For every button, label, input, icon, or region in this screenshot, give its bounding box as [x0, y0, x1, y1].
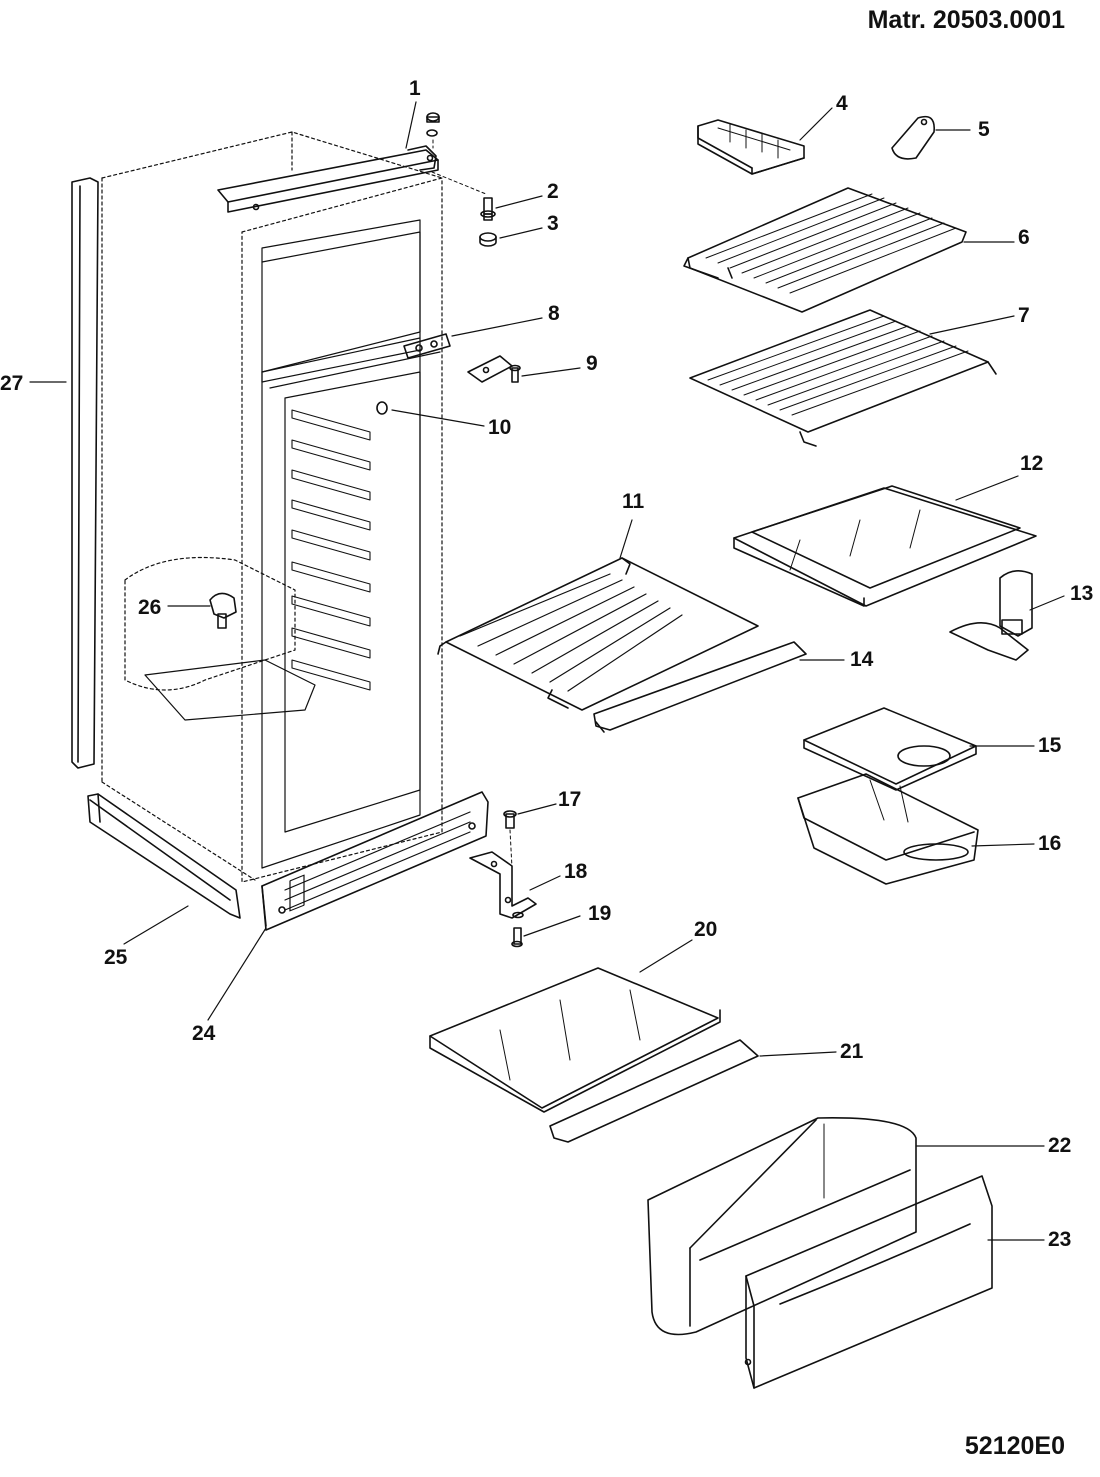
cover-trim-21	[549, 1039, 759, 1143]
bushing-3	[479, 232, 497, 247]
plug-10	[376, 401, 388, 415]
nut-washer	[426, 112, 440, 137]
middle-hinge-plate-8	[403, 333, 451, 359]
crisper-cover-glass-20	[429, 967, 721, 1113]
callout-23: 23	[1048, 1228, 1071, 1251]
callout-1: 1	[409, 77, 421, 100]
callout-3: 3	[547, 212, 559, 235]
wire-rack-11	[437, 557, 759, 711]
callout-2: 2	[547, 180, 559, 203]
callout-12: 12	[1020, 452, 1043, 475]
wire-shelf-7	[689, 309, 997, 447]
callout-27: 27	[0, 372, 23, 395]
shelf-trim-14	[593, 641, 807, 733]
thermostat-housing-13	[949, 570, 1033, 661]
dairy-box-16	[797, 773, 979, 885]
base-plinth-25	[87, 793, 241, 919]
callout-19: 19	[588, 902, 611, 925]
dairy-lid-15	[803, 707, 977, 791]
leader-lines	[29, 101, 1065, 1241]
hinge-pin-2	[480, 197, 496, 221]
washer-19	[512, 911, 524, 919]
screw-17	[503, 810, 517, 829]
callout-11: 11	[622, 490, 645, 513]
crisper-drawer-22	[647, 1117, 917, 1336]
cabinet-body	[124, 177, 443, 883]
callout-15: 15	[1038, 734, 1062, 757]
callout-9: 9	[586, 352, 598, 375]
cabinet-outline	[101, 131, 443, 881]
callout-10: 10	[488, 416, 511, 439]
callout-25: 25	[104, 946, 128, 969]
drawing-code: 52120E0	[964, 1432, 1065, 1460]
bottom-hinge-18	[469, 851, 537, 919]
middle-hinge-9	[467, 355, 521, 383]
material-number: Matr. 20503.0001	[867, 6, 1065, 34]
callout-17: 17	[558, 788, 581, 811]
scraper-5	[891, 115, 935, 160]
side-trim-27	[71, 177, 99, 769]
callout-24: 24	[192, 1022, 216, 1045]
screw-19	[511, 927, 523, 948]
glass-shelf-12	[733, 485, 1037, 607]
callout-22: 22	[1048, 1134, 1071, 1157]
callout-20: 20	[694, 918, 717, 941]
callout-26: 26	[138, 596, 161, 619]
kick-plate-grille-24	[261, 791, 489, 931]
callout-7: 7	[1018, 304, 1030, 327]
drawer-front-23	[744, 1175, 993, 1389]
ice-cube-tray-4	[697, 119, 805, 175]
callout-6: 6	[1018, 226, 1030, 249]
callout-4: 4	[836, 92, 848, 115]
freezer-wire-shelf-6	[683, 187, 967, 313]
callout-16: 16	[1038, 832, 1061, 855]
callout-5: 5	[978, 118, 990, 141]
top-hinge-bracket-1	[217, 145, 439, 213]
callout-21: 21	[840, 1040, 864, 1063]
callout-13: 13	[1070, 582, 1093, 605]
callout-18: 18	[564, 860, 588, 883]
lamp-holder-26	[209, 592, 237, 629]
callout-8: 8	[548, 302, 560, 325]
callout-14: 14	[850, 648, 874, 671]
